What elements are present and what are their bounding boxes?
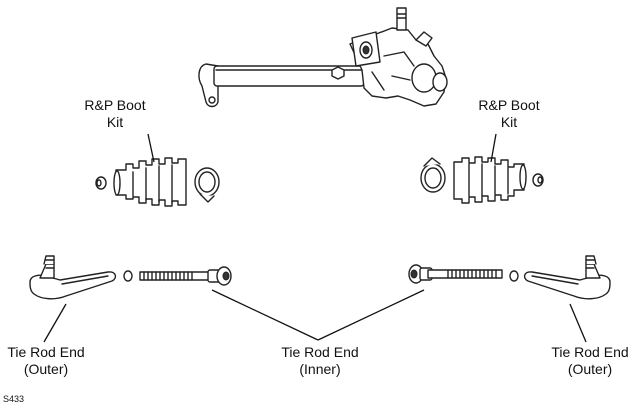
- label-line-2: Kit: [106, 114, 124, 130]
- label-line-1: Tie Rod End: [281, 344, 359, 360]
- tie-rod-inner-left: [139, 266, 232, 286]
- leader-boot-left: [147, 133, 155, 163]
- boot-kit-left: [95, 157, 220, 207]
- tie-rod-inner-right: [408, 264, 503, 284]
- label-tie-rod-outer-left: Tie Rod End (Outer): [0, 344, 92, 378]
- label-line-2: (Inner): [299, 361, 341, 377]
- leader-lines: [43, 133, 587, 343]
- leader-boot-right: [490, 133, 497, 163]
- label-tie-rod-inner: Tie Rod End (Inner): [272, 344, 368, 378]
- leader-outer-left: [43, 303, 67, 343]
- rack-and-pinion-assembly: [198, 7, 448, 108]
- leader-outer-right: [569, 303, 587, 343]
- label-line-2: (Outer): [567, 361, 613, 377]
- label-line-2: Kit: [500, 114, 518, 130]
- label-line-1: R&P Boot: [84, 97, 146, 113]
- label-tie-rod-outer-right: Tie Rod End (Outer): [542, 344, 638, 378]
- label-line-1: Tie Rod End: [7, 344, 85, 360]
- label-boot-kit-right: R&P Boot Kit: [464, 97, 554, 131]
- boot-kit-right: [420, 156, 544, 204]
- leader-inner-left: [211, 289, 319, 341]
- label-line-1: Tie Rod End: [551, 344, 629, 360]
- figure-code: S433: [3, 394, 25, 404]
- label-line-1: R&P Boot: [478, 97, 540, 113]
- tie-rod-end-outer-left: [29, 255, 133, 300]
- label-line-2: (Outer): [23, 361, 69, 377]
- label-boot-kit-left: R&P Boot Kit: [70, 97, 160, 131]
- tie-rod-end-outer-right: [509, 255, 611, 300]
- leader-inner-right: [317, 289, 425, 341]
